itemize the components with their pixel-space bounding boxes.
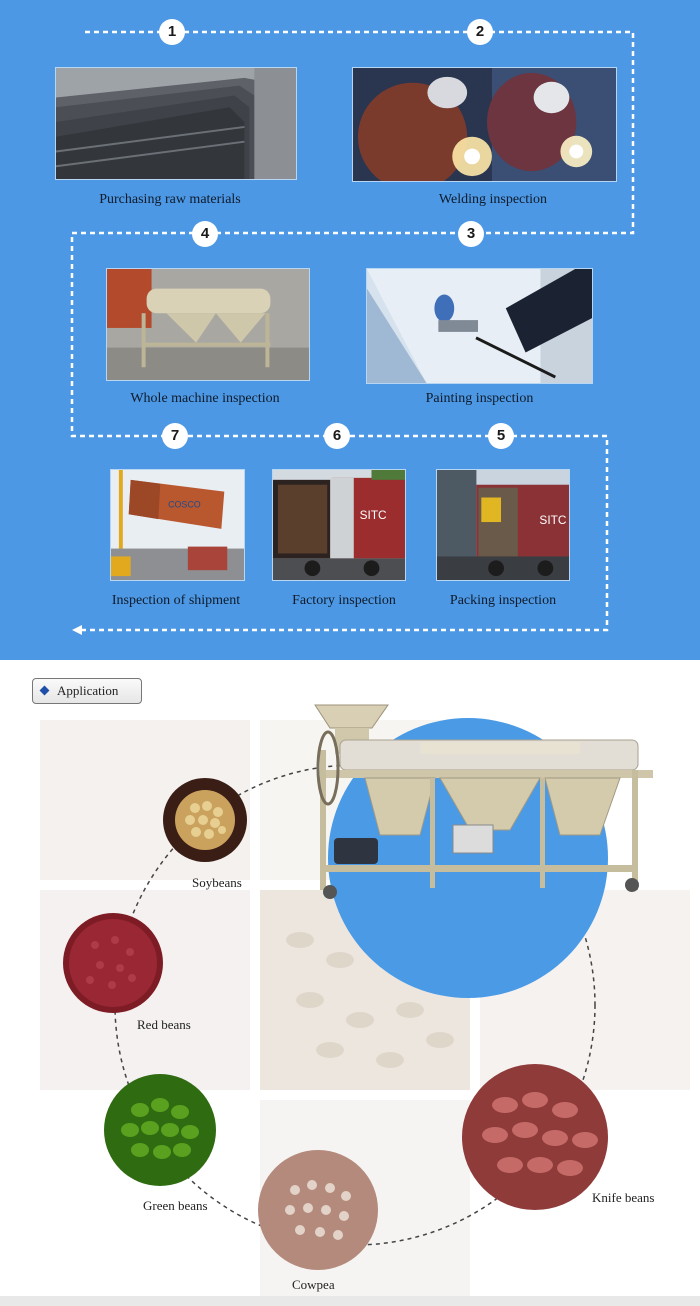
soybeans-image bbox=[163, 778, 247, 862]
bean-orbit-diagram bbox=[63, 704, 653, 1270]
svg-text:COSCO: COSCO bbox=[168, 499, 201, 509]
cowpea-image bbox=[258, 1150, 378, 1270]
application-tab: Application bbox=[32, 678, 142, 704]
step-4-label: Whole machine inspection bbox=[130, 391, 280, 406]
step-5-label: Packing inspection bbox=[449, 593, 557, 608]
cowpea-label: Cowpea bbox=[292, 1277, 335, 1292]
green-beans-image bbox=[104, 1074, 216, 1186]
svg-text:SITC: SITC bbox=[539, 513, 566, 527]
step-1-label: Purchasing raw materials bbox=[99, 192, 241, 207]
step-5-badge: 5 bbox=[488, 423, 514, 449]
application-section: Application bbox=[0, 660, 700, 1306]
packing-photo: SITC bbox=[436, 469, 570, 581]
red-beans-image bbox=[63, 913, 163, 1013]
green-beans-label: Green beans bbox=[143, 1198, 208, 1213]
step-7-badge: 7 bbox=[162, 423, 188, 449]
step-3-badge: 3 bbox=[458, 221, 484, 247]
knife-beans-image bbox=[462, 1064, 608, 1210]
inspection-process-panel: 1 2 3 4 5 6 7 bbox=[0, 0, 700, 660]
step-4-badge: 4 bbox=[192, 221, 218, 247]
step-6-label: Factory inspection bbox=[292, 593, 396, 608]
svg-text:SITC: SITC bbox=[360, 508, 387, 522]
step-3-label: Painting inspection bbox=[425, 391, 534, 406]
process-flow-path bbox=[70, 30, 635, 635]
application-tab-label: Application bbox=[57, 683, 119, 698]
step-7-label: Inspection of shipment bbox=[111, 593, 241, 608]
soybeans-label: Soybeans bbox=[192, 875, 242, 890]
step-1-badge: 1 bbox=[159, 19, 185, 45]
bean-polisher-machine bbox=[314, 704, 653, 899]
whole-machine-photo bbox=[106, 268, 310, 381]
knife-beans-label: Knife beans bbox=[592, 1190, 655, 1205]
factory-photo: SITC bbox=[272, 469, 406, 581]
step-2-badge: 2 bbox=[467, 19, 493, 45]
raw-materials-photo bbox=[55, 67, 297, 180]
step-6-badge: 6 bbox=[324, 423, 350, 449]
shipment-photo: COSCO bbox=[110, 469, 245, 581]
red-beans-label: Red beans bbox=[137, 1017, 191, 1032]
welding-photo bbox=[352, 67, 617, 182]
painting-photo bbox=[366, 268, 593, 384]
step-2-label: Welding inspection bbox=[438, 192, 548, 207]
